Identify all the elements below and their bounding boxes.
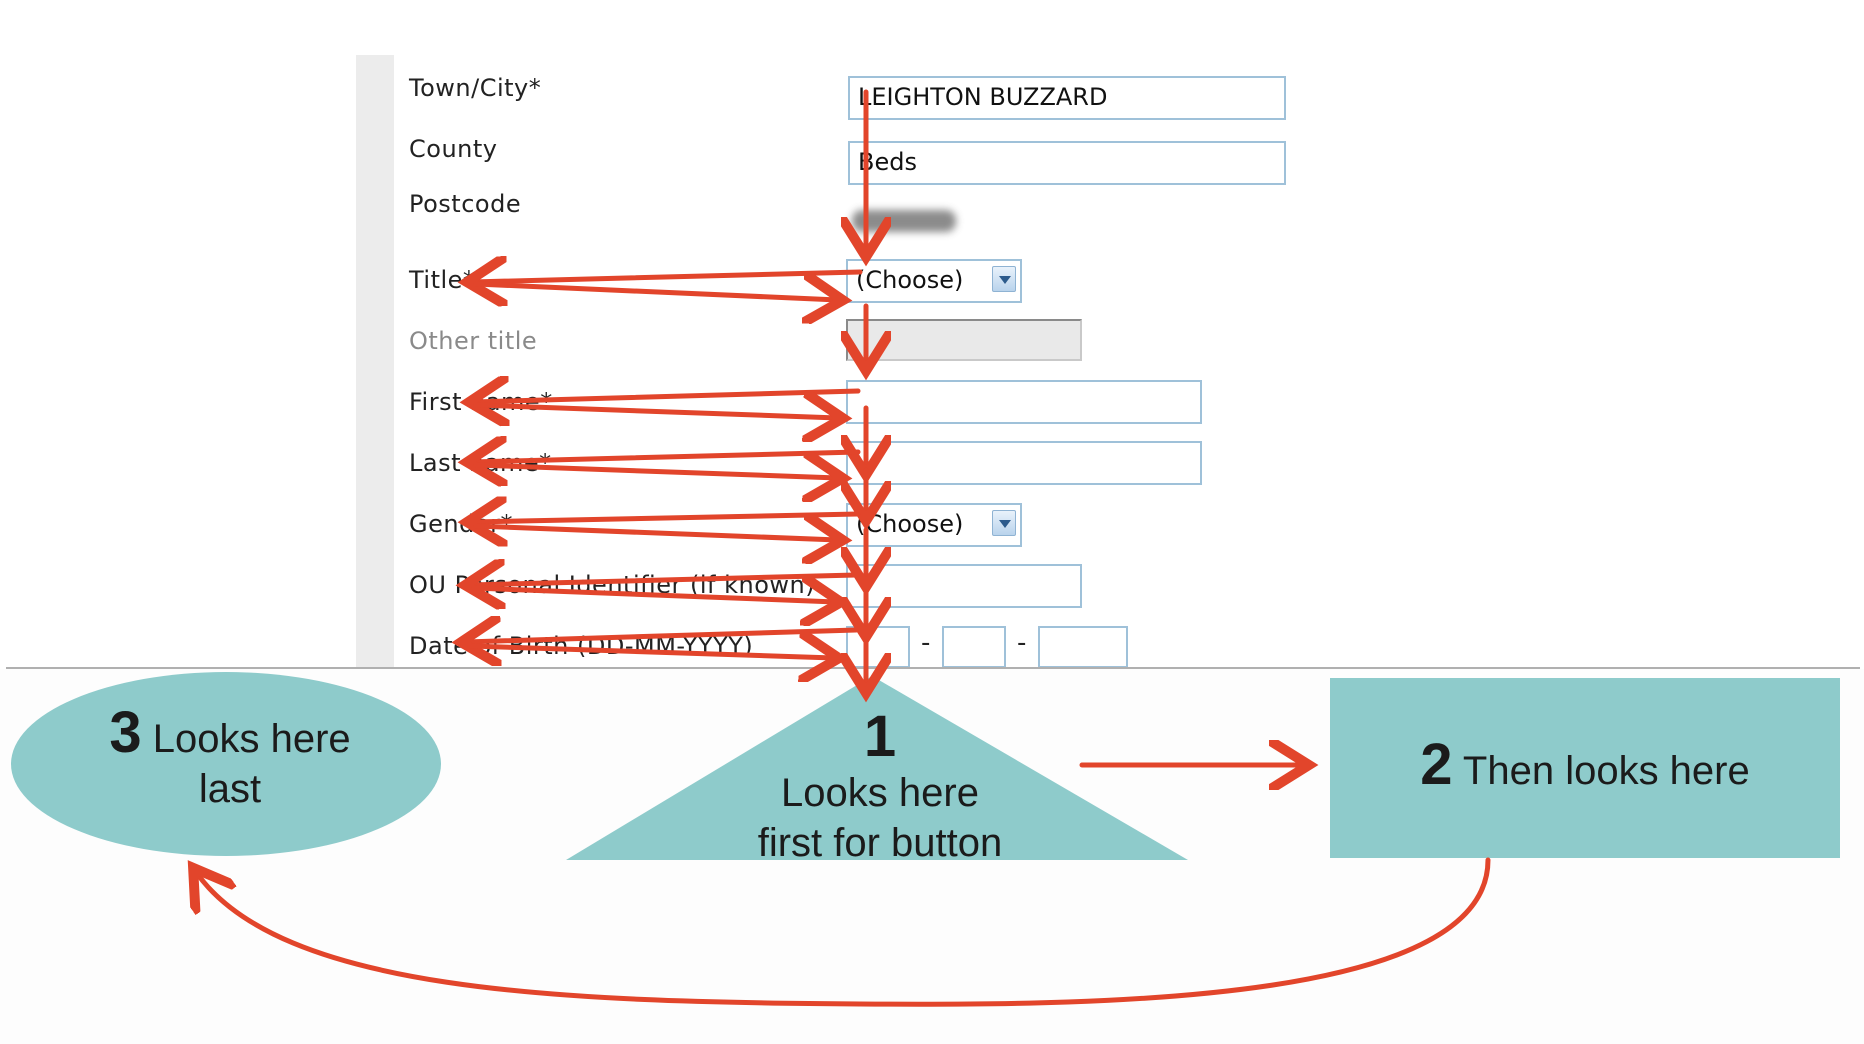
chevron-down-icon[interactable] [992, 510, 1016, 536]
arrow [471, 588, 836, 602]
arrow [467, 646, 834, 658]
annotation-1-line1: Looks here [781, 771, 979, 815]
town-input[interactable]: LEIGHTON BUZZARD [848, 76, 1286, 120]
ellipse-shape [11, 672, 441, 856]
arrow [196, 857, 1491, 1007]
arrow [473, 405, 838, 418]
annotation-3-text: 3 Looks here last [60, 704, 400, 814]
first-name-input[interactable] [846, 380, 1202, 424]
dob-separator: - [921, 628, 931, 658]
arrow [472, 452, 861, 462]
divider-line [6, 667, 1860, 669]
label-postcode: Postcode [409, 190, 522, 218]
title-select-value: (Choose) [856, 266, 964, 294]
arrow [470, 575, 859, 585]
triangle-shape [566, 676, 1188, 860]
label-county: County [409, 135, 498, 163]
dob-year-input[interactable] [1038, 626, 1128, 668]
annotation-2-text: 2 Then looks here [1330, 736, 1840, 796]
annotation-2-number: 2 [1420, 732, 1453, 797]
arrow [473, 526, 838, 540]
annotation-2-line: Then looks here [1462, 749, 1750, 793]
annotation-1-text: 1 Looks here first for button [720, 708, 1040, 868]
arrow [472, 514, 861, 522]
arrow [472, 272, 863, 282]
label-town: Town/City* [409, 74, 542, 102]
annotation-1-line2: first for button [757, 821, 1003, 865]
label-other-title: Other title [409, 327, 538, 355]
annotation-3-number: 3 [109, 700, 142, 765]
chevron-down-icon[interactable] [992, 266, 1016, 292]
arrow [473, 465, 838, 478]
annotation-1-number: 1 [863, 704, 897, 769]
annotation-3-line2: last [198, 767, 262, 811]
arrow [474, 391, 861, 402]
form-left-gutter [356, 55, 394, 667]
arrow [473, 284, 838, 300]
rectangle-shape [1330, 678, 1840, 858]
dob-separator: - [1017, 628, 1027, 658]
annotation-3-line1: Looks here [152, 717, 351, 761]
last-name-input[interactable] [846, 441, 1202, 485]
arrow [466, 630, 859, 642]
